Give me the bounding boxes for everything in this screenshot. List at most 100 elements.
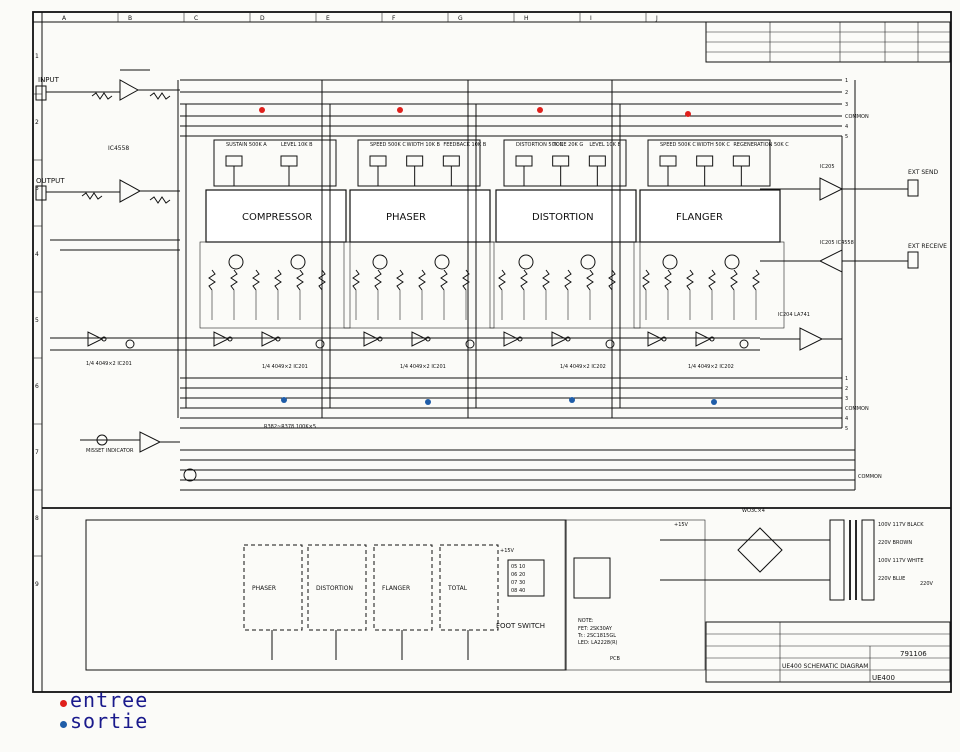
control-label: WIDTH 50K C bbox=[697, 142, 731, 148]
bridge-label: WO3C×4 bbox=[742, 508, 765, 514]
input-section: INPUT IC4558 OUTPUT bbox=[35, 69, 180, 251]
legend-sortie-row: sortie bbox=[60, 711, 148, 732]
control-label: REGENERATION 50K C bbox=[733, 142, 789, 148]
foot-switch-label: FOOT SWITCH bbox=[496, 622, 545, 630]
bottom-bus-label: 2 bbox=[845, 386, 848, 392]
ic202-label-a: 1/4 4049×2 IC202 bbox=[560, 364, 606, 370]
grid-column-label: H bbox=[524, 15, 529, 22]
effect-module-title: PHASER bbox=[386, 212, 426, 223]
top-bus bbox=[180, 79, 842, 137]
grid-column-label: B bbox=[128, 15, 132, 22]
bottom-block: TOTAL bbox=[439, 544, 499, 660]
control-label: LEVEL 10K B bbox=[281, 142, 313, 148]
transformer-label: 100V 117V WHITE bbox=[878, 558, 924, 564]
bottom-panel: PHASER DISTORTION FLANGER TOTAL FOOT SWITCH… bbox=[42, 507, 951, 671]
switch-bus bbox=[180, 449, 855, 491]
schematic-title: UE400 SCHEMATIC DIAGRAM bbox=[782, 663, 868, 670]
bottom-bus-label: COMMON bbox=[845, 406, 869, 412]
legend-entree-label: entree bbox=[70, 688, 149, 712]
bottom-bus-label: 5 bbox=[845, 426, 848, 432]
notes-line: LED: LA2228(R) bbox=[578, 640, 618, 646]
grid-column-label: D bbox=[260, 15, 265, 22]
bottom-bus-label: 3 bbox=[845, 396, 848, 402]
legend: entree sortie bbox=[60, 690, 148, 732]
notes-line: FET: 2SK30AY bbox=[578, 626, 613, 632]
grid-column-label: E bbox=[326, 15, 330, 22]
bottom-block: FLANGER bbox=[373, 544, 433, 660]
legend-sortie-label: sortie bbox=[70, 709, 149, 733]
bottom-block-label: DISTORTION bbox=[316, 585, 353, 592]
switch-markers bbox=[259, 107, 717, 405]
grid-row-label: 5 bbox=[35, 317, 39, 324]
sortie-dot-icon bbox=[60, 721, 67, 728]
legend-entree-row: entree bbox=[60, 690, 148, 711]
notes-title: NOTE: bbox=[578, 618, 594, 624]
grid-row-label: 6 bbox=[35, 383, 39, 390]
grid-row-label: 2 bbox=[35, 119, 39, 126]
send-receive-section: EXT SEND IC205 EXT RECEIVE IC205 IC4558 … bbox=[760, 80, 947, 490]
ext-receive-label: EXT RECEIVE bbox=[908, 243, 947, 250]
notes-pcb: PCB bbox=[610, 656, 621, 662]
control-label: LEVEL 10K B bbox=[589, 142, 621, 148]
control-label: SPEED 500K C bbox=[370, 142, 406, 148]
bottom-bus bbox=[180, 377, 842, 429]
bottom-block-label: PHASER bbox=[252, 585, 276, 592]
switch-bus-common-label: COMMON bbox=[858, 474, 882, 480]
transformer-label: 100V 117V BLACK bbox=[878, 522, 924, 528]
outer-frame bbox=[32, 11, 952, 693]
bottom-block: PHASER bbox=[243, 544, 303, 660]
top-bus-label: 3 bbox=[845, 102, 848, 108]
output-label: OUTPUT bbox=[36, 177, 65, 185]
grid-row-label: 1 bbox=[35, 53, 39, 60]
grid-row-label: 9 bbox=[35, 581, 39, 588]
grid-column-label: I bbox=[590, 15, 592, 22]
control-label: DISTORTION 50K C bbox=[516, 142, 564, 148]
revision-table bbox=[705, 21, 951, 63]
foot-switch-pin: 08 40 bbox=[511, 588, 525, 594]
input-label: INPUT bbox=[38, 76, 60, 84]
inverter-row bbox=[50, 331, 760, 351]
control-label: TONE 20K G bbox=[552, 142, 584, 148]
control-label: SUSTAIN 500K A bbox=[226, 142, 267, 148]
supply-label: +15V bbox=[674, 522, 689, 528]
control-label: FEEDBACK 10K B bbox=[443, 142, 486, 148]
grid-column-label: F bbox=[392, 15, 396, 22]
top-bus-label: 2 bbox=[845, 90, 848, 96]
grid-row-label: 8 bbox=[35, 515, 39, 522]
grid-column-label: C bbox=[194, 15, 198, 22]
misset-label: MISSET INDICATOR bbox=[86, 448, 134, 454]
grid-row-label: 3 bbox=[35, 185, 39, 192]
grid-row-labels: 1 2 3 4 5 6 7 8 9 bbox=[33, 53, 42, 588]
grid-column-label: G bbox=[458, 15, 463, 22]
grid-column-label: A bbox=[62, 15, 67, 22]
effect-module-title: DISTORTION bbox=[532, 212, 594, 223]
model-label: UE400 bbox=[872, 674, 895, 682]
bottom-block-label: FLANGER bbox=[382, 585, 410, 592]
foot-switch-pin: 07 30 bbox=[511, 580, 525, 586]
top-bus-label: COMMON bbox=[845, 114, 869, 120]
control-label: WIDTH 10K B bbox=[407, 142, 441, 148]
bottom-block: DISTORTION bbox=[307, 544, 367, 660]
effect-module-title: FLANGER bbox=[676, 212, 723, 223]
foot-switch-pin: 05 10 bbox=[511, 564, 525, 570]
drawing-number: 791106 bbox=[900, 650, 927, 658]
bottom-bus-label: 1 bbox=[845, 376, 848, 382]
ic4558-label: IC4558 bbox=[108, 145, 129, 152]
entree-dot-icon bbox=[60, 700, 67, 707]
grid-row-label: 7 bbox=[35, 449, 39, 456]
ic204-label: IC204 LA741 bbox=[778, 312, 810, 318]
transformer-label: 220V BROWN bbox=[878, 540, 912, 546]
bottom-block-label: TOTAL bbox=[447, 585, 468, 592]
grid-row-label: 4 bbox=[35, 251, 39, 258]
misset-section: MISSET INDICATOR R382~R378 100K×5 bbox=[80, 424, 316, 482]
